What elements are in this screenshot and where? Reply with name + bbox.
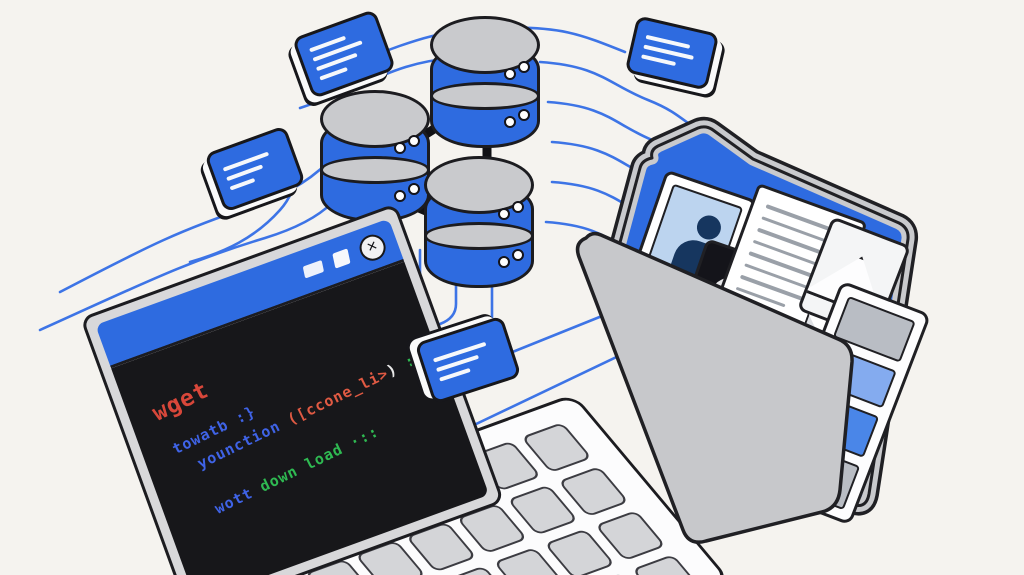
status-dot	[408, 183, 420, 195]
status-dot	[504, 116, 516, 128]
message-text-line	[641, 54, 676, 66]
database-cylinder-bottom	[424, 156, 534, 288]
connection-line	[538, 60, 694, 128]
status-dot	[518, 61, 530, 73]
code-segment: }	[221, 569, 242, 575]
status-dot	[394, 190, 406, 202]
code-segment: ([ccone_li>	[284, 364, 392, 429]
database-band	[430, 82, 540, 110]
status-dot	[498, 208, 510, 220]
database-cylinder-left	[320, 90, 430, 222]
message-text-line	[319, 67, 348, 81]
window-minimize-icon	[302, 259, 324, 279]
message-text-line	[229, 177, 256, 191]
code-segment: ·::	[337, 422, 382, 456]
status-dot	[408, 135, 420, 147]
status-dot	[498, 256, 510, 268]
message-text-line	[222, 151, 270, 172]
code-line: }	[221, 569, 242, 575]
window-maximize-icon	[332, 248, 351, 269]
code-segment: wget	[148, 377, 214, 427]
code-line: wget	[148, 377, 213, 426]
code-segment: down load	[256, 439, 346, 496]
window-close-icon: ✕	[355, 230, 390, 264]
status-dot	[504, 68, 516, 80]
database-band	[320, 156, 430, 184]
status-dot	[512, 249, 524, 261]
message-text-line	[439, 368, 471, 382]
status-dot	[518, 109, 530, 121]
database-cylinder-top	[430, 16, 540, 148]
code-segment: wott	[211, 479, 265, 518]
status-dot	[512, 201, 524, 213]
database-band	[424, 222, 534, 250]
keyboard-key	[631, 554, 704, 575]
status-dot	[394, 142, 406, 154]
